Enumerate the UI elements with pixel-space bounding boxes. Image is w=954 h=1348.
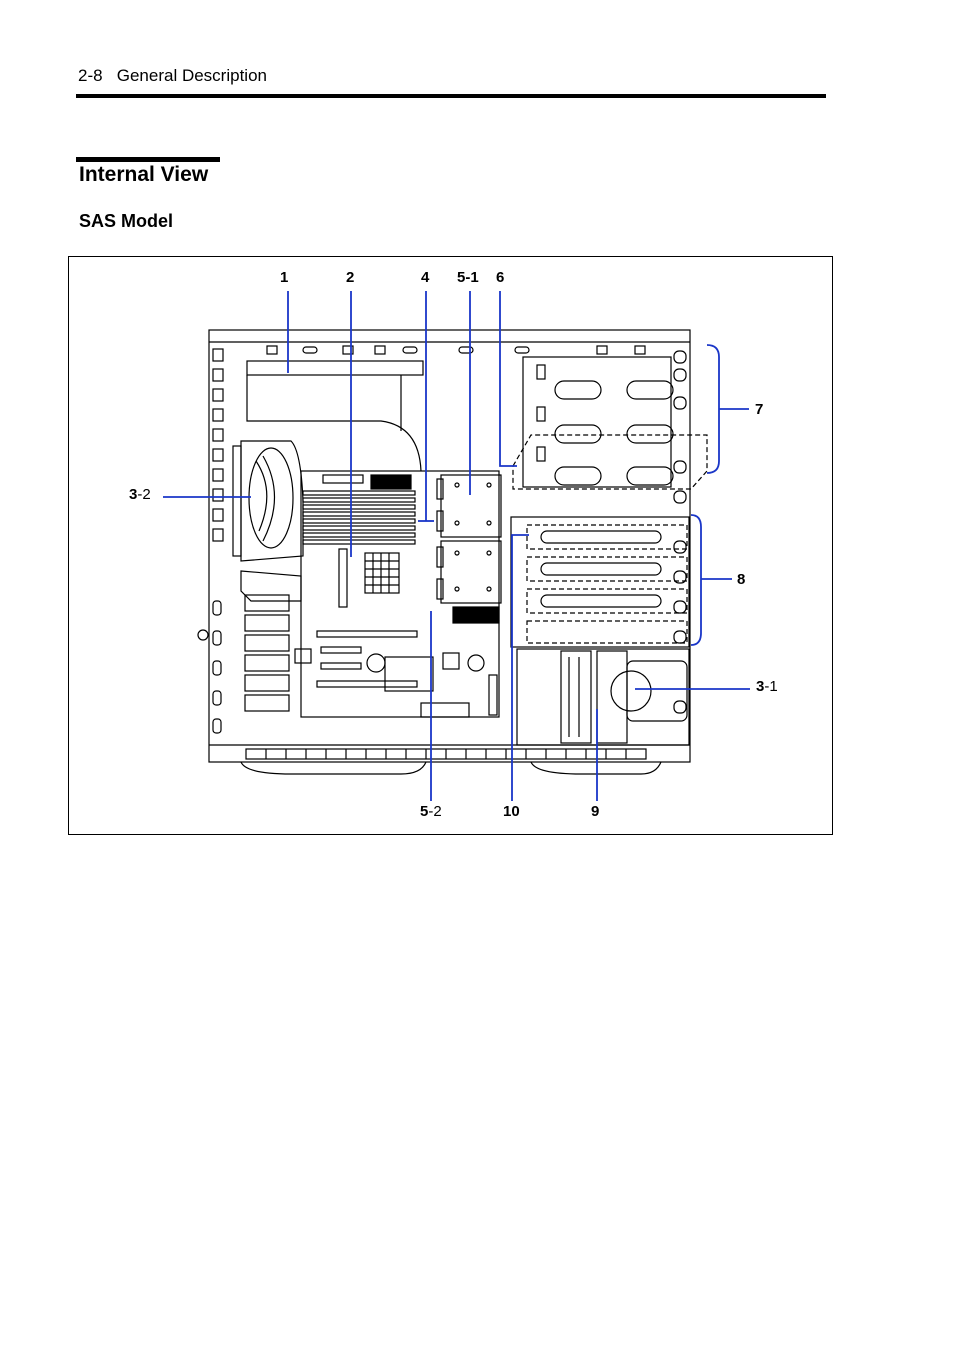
- callout-leaders: [163, 291, 750, 801]
- chassis-top-slots: [266, 345, 646, 355]
- power-connector: [322, 474, 364, 484]
- callout-1: 1: [280, 269, 289, 286]
- motherboard: [300, 470, 500, 718]
- chipset: [384, 656, 434, 692]
- top-drive-bay: [512, 356, 708, 490]
- callout-9: 9: [591, 803, 600, 820]
- pci-slots: [316, 630, 418, 688]
- left-slot-strip: [197, 348, 224, 734]
- hdd-cage-upper: [436, 474, 502, 538]
- expansion-brackets: [244, 594, 290, 712]
- callout-4: 4: [421, 269, 430, 286]
- callout-7: 7: [755, 401, 764, 418]
- bottom-slot-strip: [245, 748, 647, 760]
- callout-5-2: 5-2: [420, 803, 442, 820]
- battery-holder: [338, 548, 348, 608]
- header-rule: [76, 94, 826, 98]
- subsection-title: SAS Model: [79, 211, 174, 231]
- leader-10: [511, 534, 529, 801]
- server-internal-view-drawing: [163, 291, 750, 801]
- callout-10: 10: [503, 803, 520, 820]
- buzzer: [467, 654, 485, 672]
- foot-left: [240, 761, 427, 775]
- small-chip: [294, 648, 312, 664]
- chassis-outline: [208, 329, 691, 763]
- callout-3-2: 3-2: [129, 486, 151, 503]
- lower-hdd-cage: [516, 648, 690, 746]
- callout-2: 2: [346, 269, 355, 286]
- sas-connector: [452, 606, 500, 624]
- section-title: Internal View: [79, 163, 209, 186]
- running-head: 2-8 General Description: [78, 66, 267, 86]
- cmos-battery: [366, 653, 386, 673]
- cpu-fan-duct: [232, 440, 304, 602]
- callout-6: 6: [496, 269, 505, 286]
- heatsink: [364, 552, 400, 594]
- bracket-7: [706, 344, 720, 474]
- callout-3-1: 3-1: [756, 678, 778, 695]
- power-supply-duct: [246, 360, 424, 472]
- middle-drive-bays: [510, 516, 690, 648]
- figure-frame: 1 2 4 5-1 6 7 3-2 8 3-1 5-2 10 9: [68, 256, 833, 835]
- foot-right: [530, 761, 662, 775]
- dimm-slots: [302, 490, 416, 545]
- callout-8: 8: [737, 571, 746, 588]
- hdd-cage-lower: [436, 540, 502, 604]
- chapter-title: General Description: [116, 66, 267, 85]
- section-rule: [76, 157, 220, 162]
- main-chip: [370, 474, 412, 490]
- page-number: 2-8: [78, 66, 103, 85]
- bracket-8: [690, 514, 702, 646]
- leader-6: [499, 291, 517, 467]
- right-slot-strip: [673, 350, 687, 714]
- callout-5-1: 5-1: [457, 269, 479, 286]
